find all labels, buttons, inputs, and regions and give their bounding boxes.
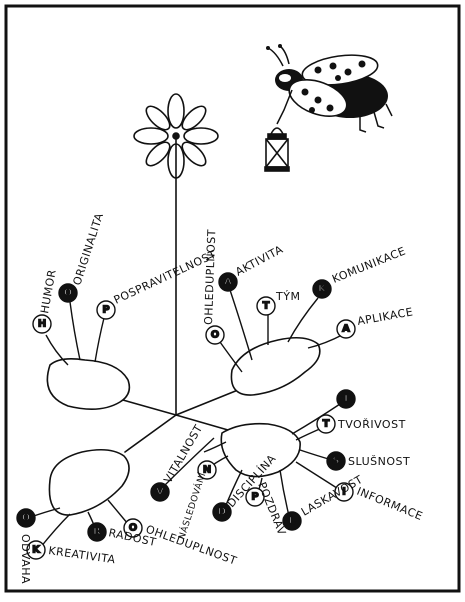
badge-radost: R xyxy=(88,523,106,541)
badge-pospravitelnost: P xyxy=(97,301,115,319)
label-nasledovani: NÁSLEDOVÁNÍ xyxy=(175,471,208,541)
badge-tolerance: T xyxy=(337,390,355,408)
label-tym: TÝM xyxy=(275,290,300,303)
badge-humor: H xyxy=(33,315,51,333)
lantern-illustration xyxy=(265,128,289,171)
label-ohleduplnost: OHLEDUPLNOST xyxy=(144,523,239,568)
leaf-shapes xyxy=(47,338,319,515)
svg-text:V: V xyxy=(156,487,164,498)
leaf-top-left xyxy=(47,359,129,409)
svg-text:P: P xyxy=(251,492,258,503)
badge-aktivita: A xyxy=(219,273,237,291)
leaf-bottom-left xyxy=(49,450,129,515)
svg-text:K: K xyxy=(32,545,41,556)
label-odvaha: ODVAHA xyxy=(19,534,32,584)
label-originalita: ORIGINALITA xyxy=(70,211,106,287)
branch-lower-left xyxy=(125,415,176,452)
label-ohleduplnost2: OHLEDUPLNOST xyxy=(202,229,218,325)
svg-text:K: K xyxy=(318,284,327,295)
svg-text:D: D xyxy=(218,507,226,518)
badge-originalita: O xyxy=(59,284,77,302)
badge-vitalnost: V xyxy=(151,483,169,501)
badge-slusnost: S xyxy=(327,452,345,470)
svg-text:T: T xyxy=(323,419,330,430)
label-informace: INFORMACE xyxy=(355,485,425,523)
badge-odvaha: O xyxy=(17,509,35,527)
svg-text:O: O xyxy=(22,513,31,524)
label-aktivita: AKTIVITA xyxy=(233,243,285,279)
badge-ohleduplnost2: O xyxy=(206,326,224,344)
label-aplikace: APLIKACE xyxy=(356,305,414,328)
svg-text:L: L xyxy=(289,516,296,527)
label-tvorivost: TVOŘIVOST xyxy=(337,418,406,431)
label-humor: HUMOR xyxy=(38,268,59,314)
label-slusnost: SLUŠNOST xyxy=(348,455,410,468)
branch-right xyxy=(176,390,238,415)
badge-tym: T xyxy=(257,297,275,315)
svg-text:A: A xyxy=(342,324,350,335)
svg-text:T: T xyxy=(343,394,350,405)
svg-text:H: H xyxy=(38,319,46,330)
badge-aplikace: A xyxy=(337,320,355,338)
svg-text:P: P xyxy=(102,305,109,316)
leaf-top-right xyxy=(231,338,319,395)
ladybug-illustration xyxy=(266,44,392,132)
svg-text:O: O xyxy=(211,330,220,341)
svg-text:T: T xyxy=(263,301,270,312)
badge-tvorivost: T xyxy=(317,415,335,433)
svg-text:O: O xyxy=(64,288,73,299)
label-komunikace: KOMUNIKACE xyxy=(330,244,407,285)
badge-komunikace: K xyxy=(313,280,331,298)
label-kreativita: KREATIVITA xyxy=(48,544,117,566)
svg-text:A: A xyxy=(224,277,232,288)
svg-text:R: R xyxy=(93,527,101,538)
svg-text:S: S xyxy=(332,456,339,467)
